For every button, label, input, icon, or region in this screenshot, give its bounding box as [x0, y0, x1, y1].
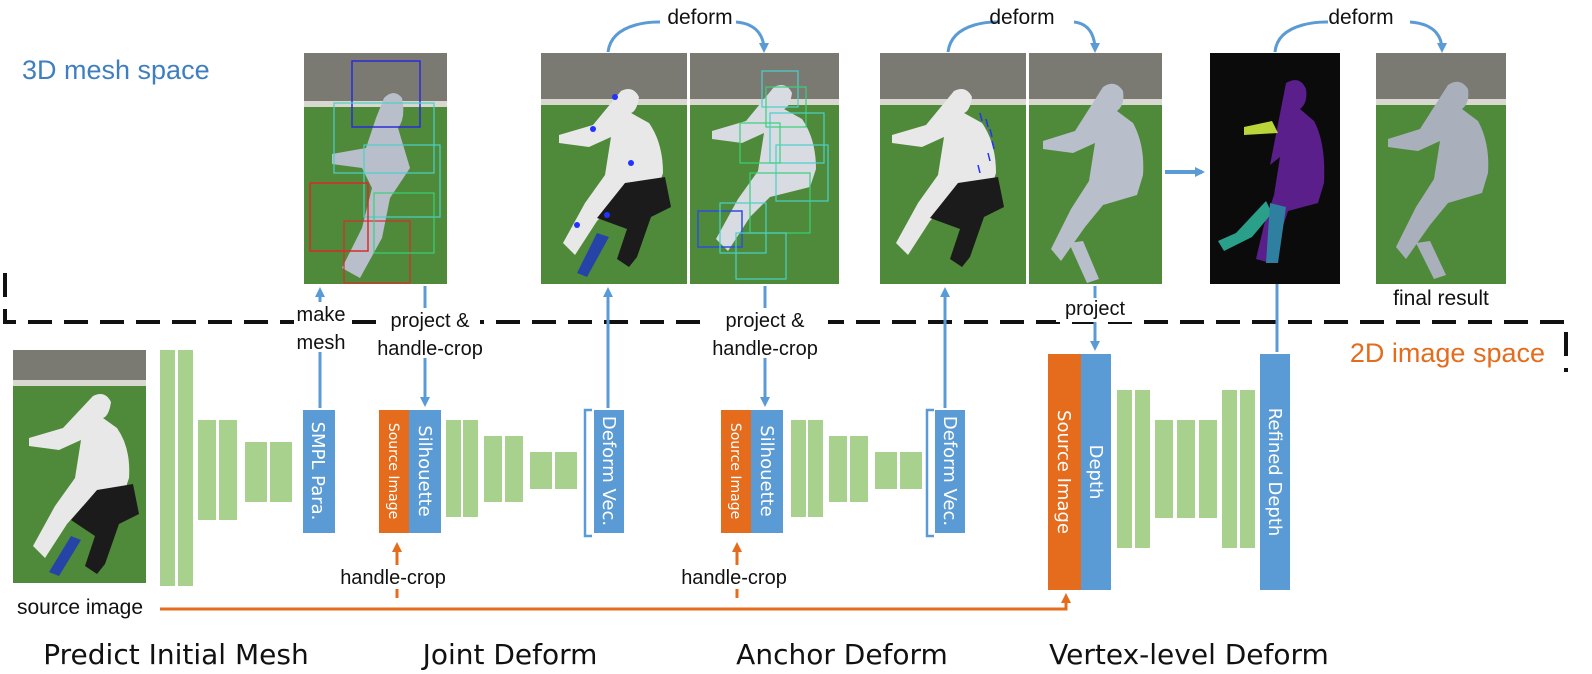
make-mesh-label-line1: make — [297, 304, 346, 326]
deform-vec-bracket-1 — [583, 408, 592, 538]
source-image-block-3-label: Source Image — [1053, 410, 1074, 534]
mesh-space-label: 3D mesh space — [22, 55, 210, 85]
deform-vec-block-1 — [594, 410, 624, 533]
smpl-param-label: SMPL Para. — [307, 422, 328, 521]
silhouette-block-1-label: Silhouette — [414, 425, 435, 517]
stage-title-joint: Joint Deform — [421, 638, 598, 671]
silhouette-block-2 — [751, 410, 783, 533]
source-image-block-2 — [721, 410, 751, 533]
stage-title-anchor: Anchor Deform — [736, 638, 948, 671]
project-crop-label-2-line1: project & — [726, 310, 806, 332]
project-crop-label-1-line2: handle-crop — [377, 338, 483, 360]
deform-arrow-2-right — [1073, 20, 1100, 53]
make-mesh-label-bg — [294, 302, 348, 352]
encoder-2 — [446, 420, 577, 517]
unet-network — [1117, 390, 1255, 548]
deform-arrow-1-right — [735, 20, 769, 53]
mesh-render-image — [1029, 53, 1162, 284]
source-feed-line — [160, 593, 1071, 611]
anchor-handles-image — [880, 53, 1026, 284]
smpl-param-block — [303, 410, 335, 533]
source-image-caption: source image — [17, 596, 143, 619]
source-image — [13, 350, 146, 583]
deform-label-3: deform — [1328, 6, 1393, 29]
handle-crop-label-1-bg — [330, 565, 456, 589]
deform-label-2: deform — [989, 6, 1054, 29]
deform-vec-bracket-2 — [925, 408, 934, 538]
deform-vec-block-2-label: Deform Vec. — [939, 416, 960, 526]
initial-mesh-image — [304, 53, 447, 284]
stage-title-predict: Predict Initial Mesh — [43, 638, 308, 671]
deform-label-1: deform — [667, 6, 732, 29]
image-space-label: 2D image space — [1350, 338, 1545, 368]
silhouette-block-1 — [409, 410, 441, 533]
deform-arrow-3-left — [1273, 20, 1329, 53]
final-result-image — [1376, 53, 1506, 284]
project-label: project — [1065, 298, 1125, 320]
anchor-crops-image — [690, 53, 839, 284]
stage-title-vertex: Vertex-level Deform — [1049, 638, 1329, 671]
refined-depth-block-label: Refined Depth — [1264, 408, 1285, 537]
source-image-block-3 — [1048, 354, 1081, 590]
deform-vec-block-1-label: Deform Vec. — [598, 416, 619, 526]
encoder-1 — [160, 350, 292, 586]
handle-crop-label-2: handle-crop — [681, 567, 787, 589]
deform-arrow-2-left — [946, 20, 999, 53]
project-crop-label-2-bg — [702, 308, 828, 358]
handle-crop-label-2-bg — [670, 565, 798, 589]
project-label-bg — [1056, 298, 1136, 322]
joint-handles-image — [541, 53, 687, 284]
handle-crop-label-1: handle-crop — [340, 567, 446, 589]
deform-arrow-1-left — [606, 20, 661, 53]
make-mesh-label-line2: mesh — [297, 332, 346, 354]
depth-block-label: Depth — [1085, 445, 1106, 500]
deform-arrow-3-right — [1409, 20, 1447, 53]
depth-block — [1081, 354, 1111, 590]
refined-depth-block — [1260, 354, 1290, 590]
silhouette-block-2-label: Silhouette — [756, 425, 777, 517]
project-crop-label-1-line1: project & — [391, 310, 471, 332]
source-image-block-2-label: Source Image — [727, 423, 743, 519]
encoder-3 — [791, 420, 922, 517]
source-image-block-1 — [379, 410, 409, 533]
source-image-block-1-label: Source Image — [385, 423, 401, 519]
project-crop-label-2-line2: handle-crop — [712, 338, 818, 360]
depth-image — [1210, 53, 1340, 284]
deform-vec-block-2 — [935, 410, 965, 533]
project-crop-label-1-bg — [380, 308, 480, 358]
final-result-caption: final result — [1393, 287, 1489, 310]
